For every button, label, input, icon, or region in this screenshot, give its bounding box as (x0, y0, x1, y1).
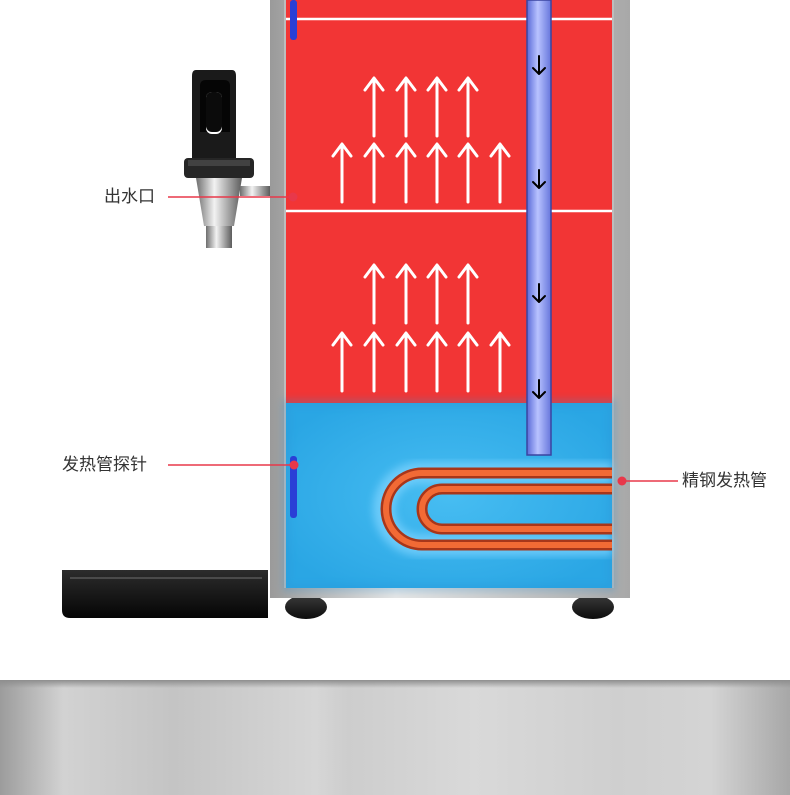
up-arrow-icon (331, 142, 353, 204)
up-arrow-icon (363, 76, 385, 138)
foot-left (285, 595, 327, 619)
callout-dot-heating-tube (617, 476, 627, 486)
drip-tray-icon (62, 570, 268, 618)
label-heating-probe: 发热管探针 (62, 455, 147, 475)
callout-dot-probe (289, 460, 299, 470)
up-arrow-icon (363, 331, 385, 393)
up-arrow-icon (457, 76, 479, 138)
cold-water-zone (286, 403, 612, 588)
callout-lines (168, 196, 678, 482)
label-outlet: 出水口 (104, 187, 155, 207)
up-arrow-icon (457, 142, 479, 204)
up-arrows-group (331, 76, 511, 393)
probe-top (290, 0, 297, 40)
up-arrow-icon (331, 331, 353, 393)
up-arrow-icon (457, 263, 479, 325)
up-arrow-icon (426, 263, 448, 325)
up-arrow-icon (363, 263, 385, 325)
up-arrow-icon (457, 331, 479, 393)
up-arrow-icon (395, 142, 417, 204)
heating-probe (290, 456, 297, 518)
up-arrow-icon (395, 76, 417, 138)
next-section-panel (0, 680, 790, 795)
foot-right (572, 595, 614, 619)
up-arrow-icon (363, 142, 385, 204)
faucet-icon (184, 70, 270, 248)
up-arrow-icon (489, 142, 511, 204)
up-arrow-icon (426, 142, 448, 204)
up-arrow-icon (426, 331, 448, 393)
up-arrow-icon (426, 76, 448, 138)
up-arrow-icon (489, 331, 511, 393)
up-arrow-icon (395, 263, 417, 325)
down-arrow-icon (532, 55, 546, 399)
up-arrow-icon (395, 331, 417, 393)
callout-dot-outlet (288, 192, 298, 202)
label-heating-tube: 精钢发热管 (682, 471, 767, 491)
